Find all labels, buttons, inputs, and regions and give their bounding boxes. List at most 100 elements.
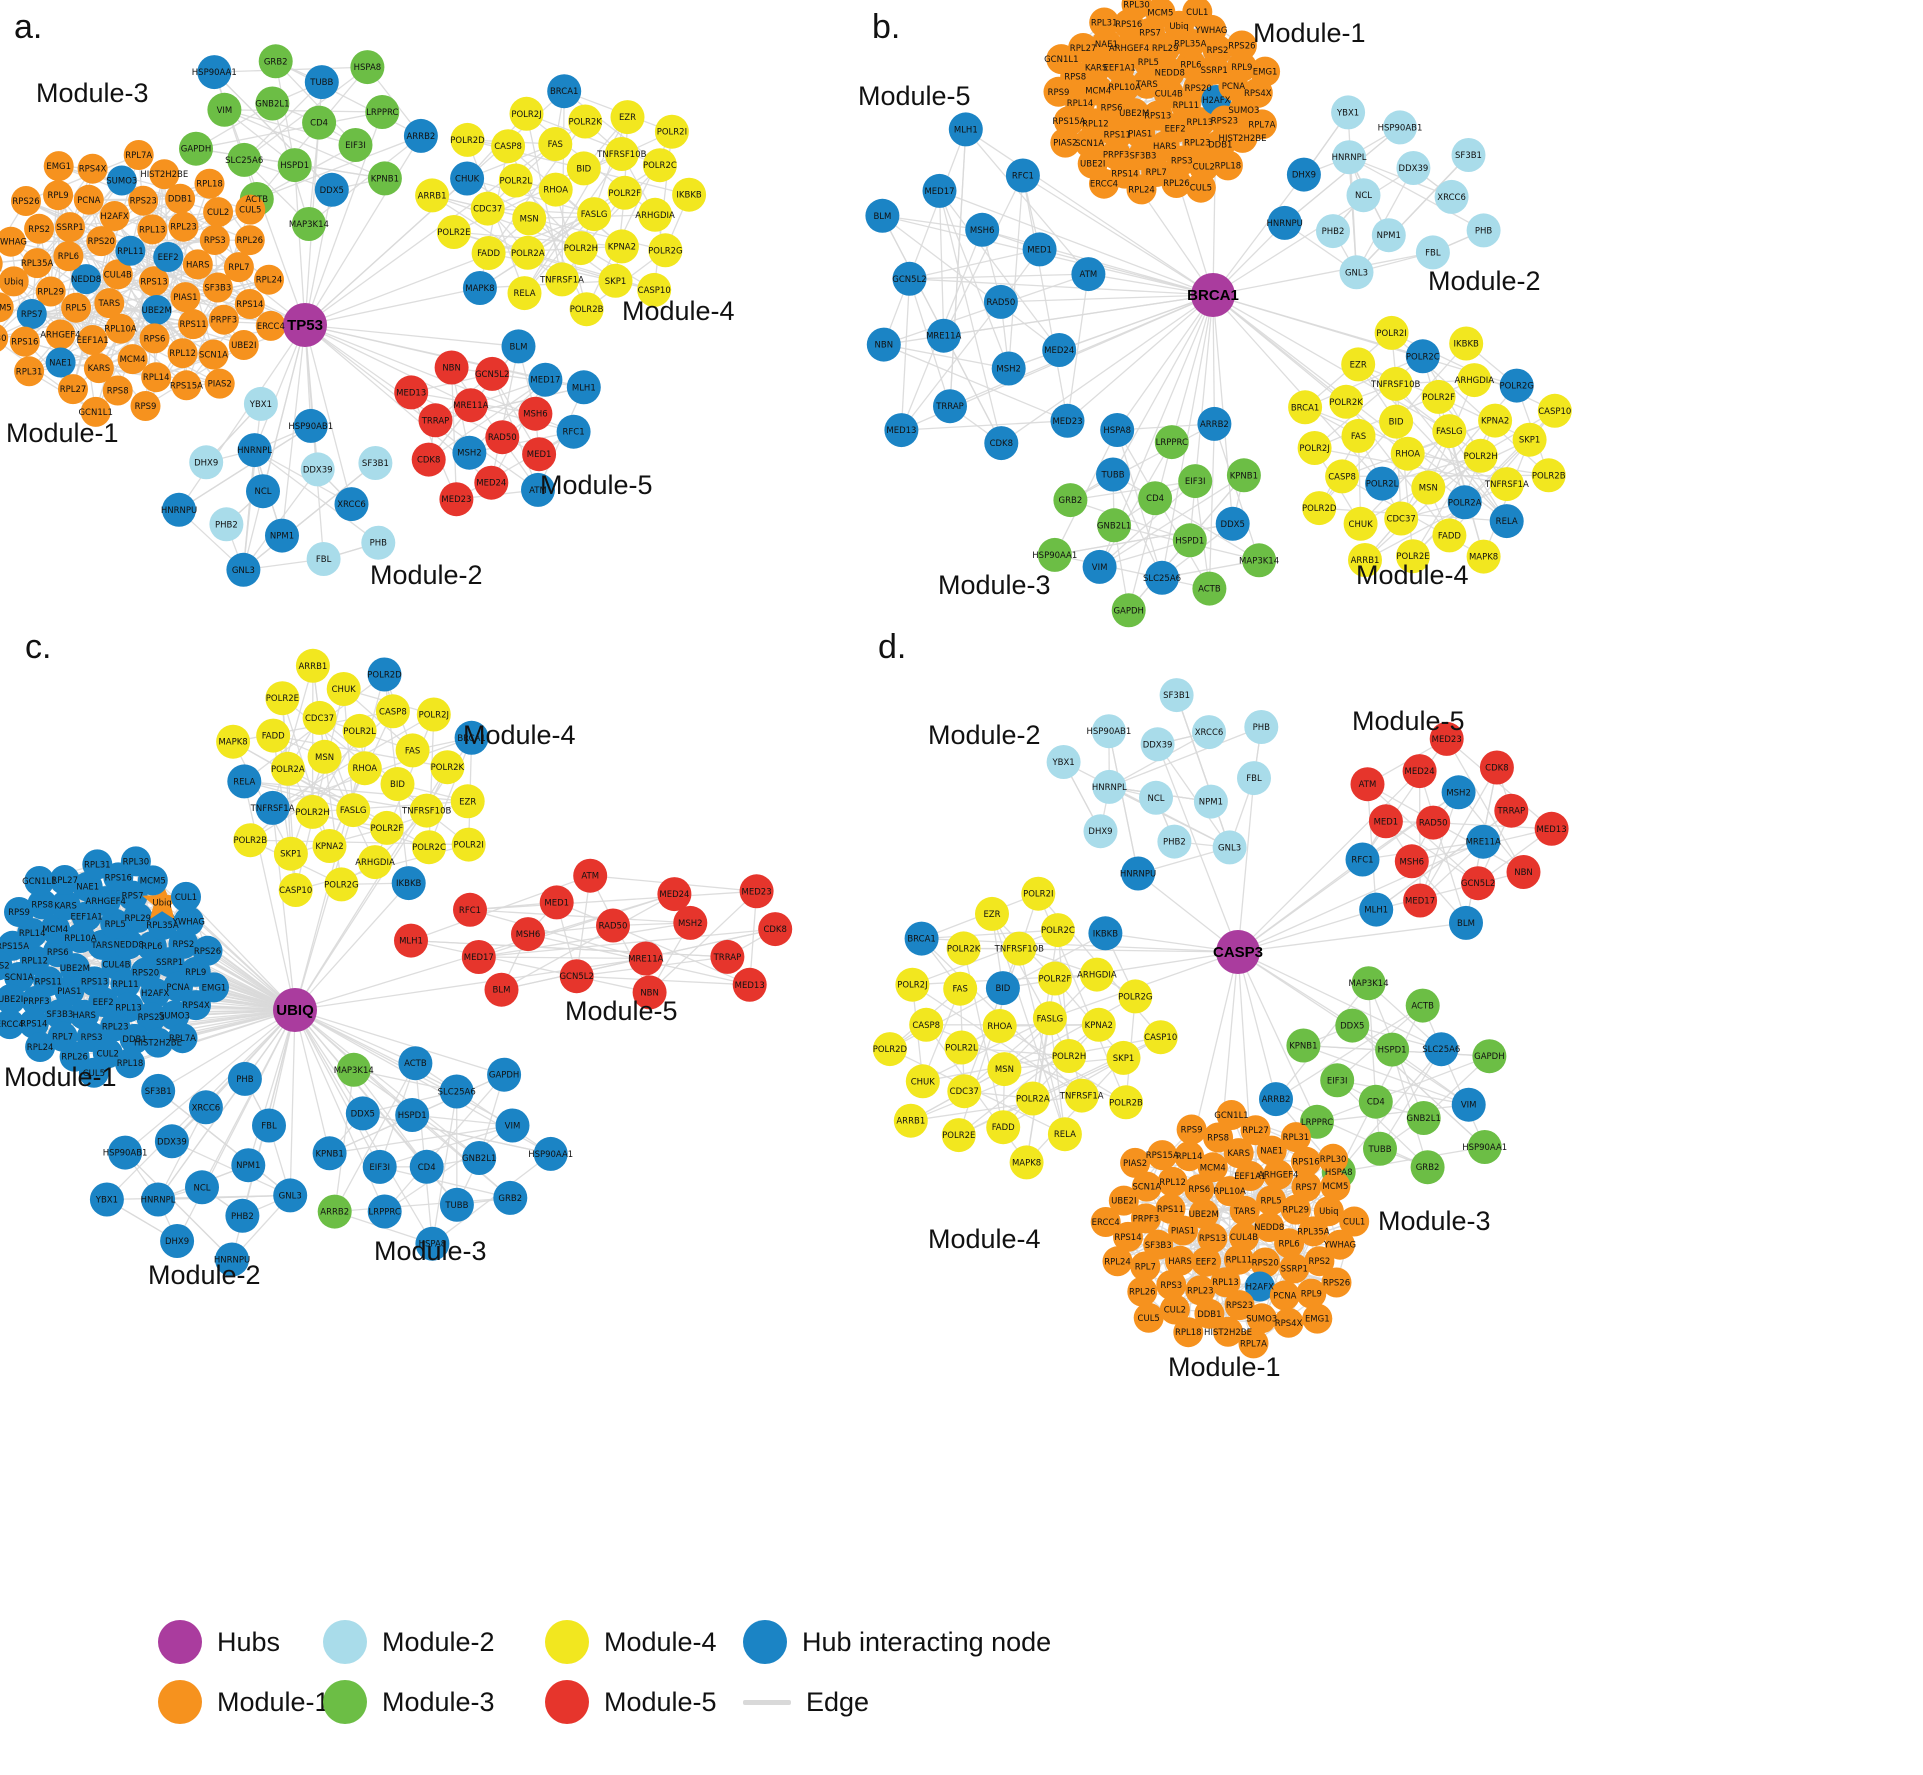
node-mre11a[interactable] (453, 388, 488, 423)
node-rpl29[interactable] (35, 276, 66, 307)
node-kpna2[interactable] (1081, 1007, 1116, 1042)
node-nbn[interactable] (632, 975, 667, 1010)
node-rps14[interactable] (18, 1008, 49, 1039)
node-fas[interactable] (538, 127, 573, 161)
node-atm[interactable] (1071, 257, 1106, 292)
node-polr2h[interactable] (1052, 1039, 1087, 1073)
hub-brca1[interactable] (1191, 273, 1235, 317)
node-msh6[interactable] (511, 917, 545, 952)
node-hars[interactable] (1165, 1245, 1195, 1276)
node-slc25a6[interactable] (439, 1074, 474, 1109)
node-map3k14[interactable] (336, 1052, 371, 1087)
node-gapdh[interactable] (1111, 593, 1146, 628)
node-scn1a[interactable] (1131, 1171, 1162, 1202)
node-rpl30[interactable] (1318, 1143, 1349, 1174)
node-polr2d[interactable] (367, 657, 402, 692)
node-rpl5[interactable] (100, 908, 131, 939)
node-actb[interactable] (398, 1046, 433, 1081)
node-bid[interactable] (566, 151, 601, 186)
node-gapdh[interactable] (179, 131, 213, 166)
node-arhgdia[interactable] (638, 197, 673, 232)
node-casp10[interactable] (1537, 393, 1572, 428)
node-cdk8[interactable] (1479, 750, 1514, 785)
node-ncl[interactable] (1139, 780, 1173, 815)
node-hspa8[interactable] (415, 1226, 450, 1261)
node-fbl[interactable] (1415, 235, 1450, 270)
node-rad50[interactable] (596, 908, 630, 943)
node-npm1[interactable] (1371, 218, 1406, 253)
node-ubiq[interactable] (142, 881, 183, 920)
node-hspd1[interactable] (1375, 1032, 1410, 1067)
node-cul4b[interactable] (1229, 1222, 1259, 1253)
node-vim[interactable] (207, 92, 242, 127)
node-grb2[interactable] (1410, 1150, 1445, 1185)
node-polr2j[interactable] (509, 96, 544, 131)
node-rpl29[interactable] (1280, 1194, 1311, 1225)
node-gcn5l2[interactable] (559, 959, 594, 994)
node-arhgef4[interactable] (45, 319, 76, 350)
node-rps7[interactable] (1291, 1171, 1322, 1202)
node-rela[interactable] (507, 276, 542, 311)
node-cul5[interactable] (1133, 1302, 1164, 1333)
node-kpna2[interactable] (312, 829, 347, 863)
node-polr2c[interactable] (642, 148, 677, 183)
node-cul5[interactable] (235, 194, 266, 225)
node-polr2i[interactable] (1021, 876, 1056, 911)
node-polr2c[interactable] (412, 830, 446, 865)
node-phb2[interactable] (1316, 214, 1350, 249)
node-polr2g[interactable] (1499, 368, 1534, 403)
node-phb[interactable] (1466, 213, 1501, 248)
node-rps16[interactable] (1291, 1146, 1321, 1177)
node-kpnb1[interactable] (1286, 1028, 1321, 1063)
node-ube2m[interactable] (1188, 1198, 1219, 1229)
node-msh6[interactable] (965, 212, 1000, 247)
node-npm1[interactable] (265, 518, 299, 553)
node-polr2k[interactable] (946, 931, 981, 966)
node-cul1[interactable] (171, 881, 201, 912)
node-eef1a1[interactable] (77, 325, 108, 355)
node-polr2d[interactable] (1302, 491, 1337, 526)
node-vim[interactable] (1451, 1087, 1486, 1122)
node-eef2[interactable] (1191, 1246, 1222, 1277)
node-polr2f[interactable] (1421, 379, 1456, 414)
node-arhgdia[interactable] (1079, 957, 1114, 992)
node-polr2g[interactable] (648, 233, 683, 268)
node-arrb1[interactable] (295, 648, 330, 683)
node-rpl7[interactable] (1130, 1251, 1161, 1282)
node-cdk8[interactable] (984, 426, 1019, 461)
node-cd4[interactable] (302, 105, 337, 140)
node-cd4[interactable] (1138, 481, 1173, 516)
node-polr2e[interactable] (1396, 539, 1430, 574)
node-gcn1l1[interactable] (80, 396, 111, 427)
node-ybx1[interactable] (1046, 745, 1081, 779)
node-rpl5[interactable] (61, 292, 92, 323)
node-rhoa[interactable] (347, 751, 382, 786)
node-mapk8[interactable] (1466, 539, 1501, 574)
node-rpl9[interactable] (1226, 51, 1257, 82)
node-rpl7a[interactable] (1238, 1328, 1269, 1359)
node-grb2[interactable] (493, 1180, 528, 1215)
node-fas[interactable] (1341, 418, 1376, 453)
node-grb2[interactable] (258, 44, 293, 79)
node-polr2l[interactable] (342, 713, 377, 748)
node-ezr[interactable] (610, 100, 645, 135)
node-rps9[interactable] (130, 391, 161, 421)
node-cul1[interactable] (1182, 0, 1213, 27)
node-cdc37[interactable] (947, 1074, 982, 1109)
node-polr2f[interactable] (369, 810, 404, 845)
node-rps6[interactable] (42, 937, 73, 968)
node-rpl6[interactable] (1176, 49, 1206, 80)
node-ybx1[interactable] (243, 386, 278, 421)
node-rela[interactable] (1489, 504, 1524, 539)
node-rps2[interactable] (24, 213, 55, 244)
node-rpl7a[interactable] (167, 1023, 198, 1054)
node-polr2k[interactable] (1329, 384, 1364, 419)
node-blm[interactable] (1449, 905, 1483, 940)
node-sumo3[interactable] (106, 165, 137, 196)
node-polr2f[interactable] (1037, 961, 1072, 996)
node-rps9[interactable] (1043, 76, 1074, 107)
node-rhoa[interactable] (982, 1009, 1017, 1043)
node-rps26[interactable] (1226, 30, 1257, 61)
node-rpl24[interactable] (1102, 1246, 1133, 1277)
node-arhgdia[interactable] (358, 845, 392, 880)
